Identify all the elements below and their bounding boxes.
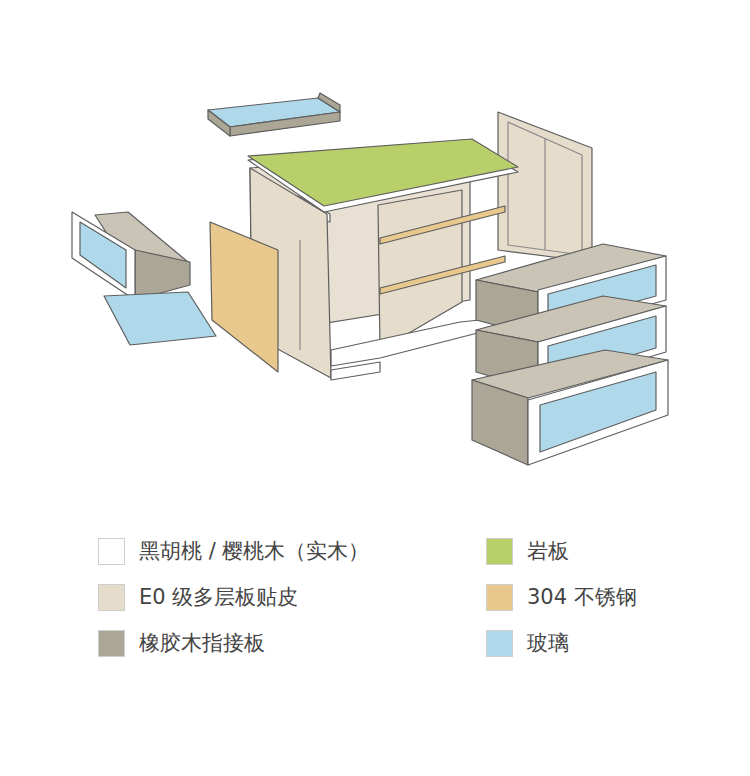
- legend-text: 304 不锈钢: [527, 585, 637, 610]
- legend-item: E0 级多层板贴皮: [98, 584, 298, 611]
- legend-swatch: [98, 584, 125, 611]
- legend-text: 玻璃: [527, 631, 569, 656]
- legend-item: 304 不锈钢: [486, 584, 637, 611]
- legend-swatch: [486, 538, 513, 565]
- legend-text: 橡胶木指接板: [139, 631, 265, 656]
- legend-swatch: [98, 538, 125, 565]
- legend-item: 黑胡桃 / 樱桃木（实木）: [98, 538, 369, 565]
- legend-swatch: [98, 630, 125, 657]
- legend-item: 玻璃: [486, 630, 569, 657]
- legend-swatch: [486, 584, 513, 611]
- legend-item: 岩板: [486, 538, 569, 565]
- legend-swatch: [486, 630, 513, 657]
- legend-text: 岩板: [527, 539, 569, 564]
- legend-text: E0 级多层板贴皮: [139, 585, 298, 610]
- legend-text: 黑胡桃 / 樱桃木（实木）: [139, 539, 369, 564]
- legend-item: 橡胶木指接板: [98, 630, 265, 657]
